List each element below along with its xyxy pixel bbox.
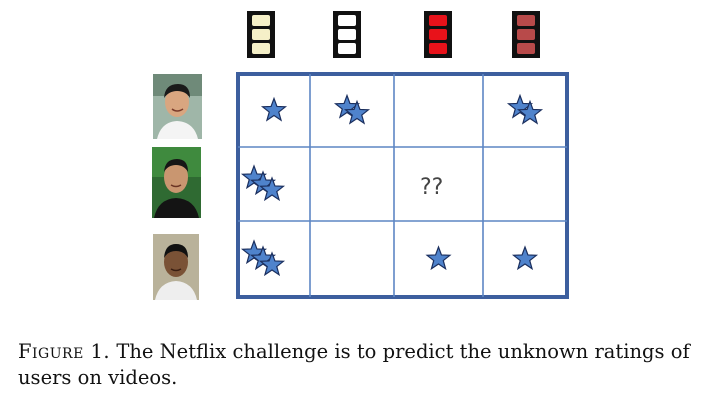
rating-matrix: ?? bbox=[236, 72, 569, 299]
figure-caption: Figure 1. The Netflix challenge is to pr… bbox=[18, 339, 718, 391]
video-1-film-icon bbox=[247, 11, 275, 58]
figure-label: Figure 1. bbox=[18, 340, 111, 363]
user-2-photo bbox=[152, 147, 201, 218]
rating-star-icon bbox=[425, 245, 452, 271]
rating-star-icon bbox=[516, 99, 544, 125]
video-2-film-icon bbox=[333, 11, 361, 58]
rating-star-icon bbox=[511, 245, 539, 271]
rating-star-icon bbox=[260, 96, 288, 122]
user-1-photo bbox=[153, 74, 202, 139]
video-3-film-icon bbox=[424, 11, 452, 58]
rating-star-icon bbox=[343, 99, 371, 125]
user-3-photo bbox=[153, 234, 199, 300]
rating-matrix-grid: ?? bbox=[236, 72, 569, 299]
rating-star-icon bbox=[258, 251, 286, 277]
unknown-rating-mark: ?? bbox=[420, 175, 443, 200]
rating-star-icon bbox=[258, 176, 286, 202]
video-4-film-icon bbox=[512, 11, 540, 58]
figure-caption-text: The Netflix challenge is to predict the … bbox=[18, 340, 690, 389]
